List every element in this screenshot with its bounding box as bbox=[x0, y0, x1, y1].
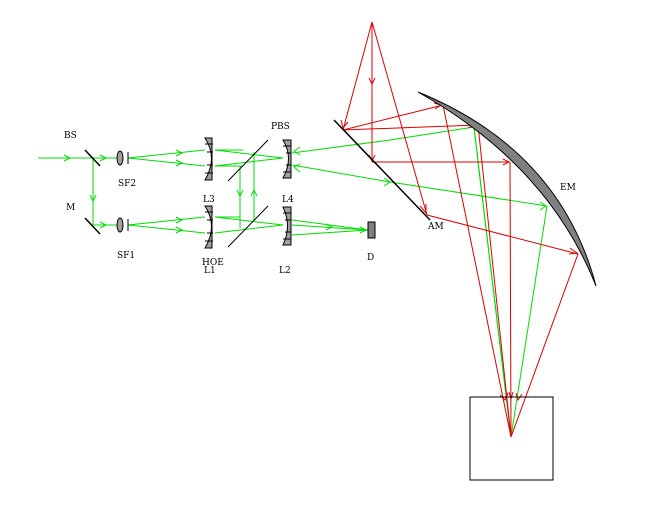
red-beams bbox=[342, 21, 579, 438]
label-pbs: PBS bbox=[271, 122, 290, 132]
polarizing-beam-splitter-pbs bbox=[227, 139, 269, 182]
label-l4: L4 bbox=[282, 195, 294, 205]
eye-box bbox=[469, 396, 554, 481]
beam-splitter-bs bbox=[84, 149, 101, 167]
lens-l3 bbox=[204, 137, 213, 181]
label-sf1: SF1 bbox=[117, 251, 135, 261]
curved-mirror-em bbox=[417, 91, 597, 287]
lens-l4 bbox=[282, 139, 292, 179]
mirror-m bbox=[84, 217, 101, 235]
label-m: M bbox=[66, 203, 75, 213]
spatial-filter-sf1 bbox=[116, 217, 129, 233]
label-bs: BS bbox=[64, 131, 77, 141]
green-beams-table bbox=[38, 139, 391, 236]
spatial-filter-sf2 bbox=[116, 150, 129, 166]
label-em: EM bbox=[560, 183, 576, 193]
detector-d bbox=[367, 221, 376, 239]
mirror-am bbox=[333, 119, 431, 221]
label-l2: L2 bbox=[279, 266, 291, 276]
label-sf2: SF2 bbox=[118, 179, 136, 189]
green-beams-em bbox=[389, 126, 548, 438]
label-d: D bbox=[367, 253, 374, 263]
label-l3: L3 bbox=[203, 195, 215, 205]
label-hoe: HOE bbox=[202, 258, 224, 268]
beam-splitter-lower bbox=[227, 205, 269, 248]
label-l1: L1 bbox=[204, 266, 216, 276]
label-am: AM bbox=[427, 222, 444, 232]
arrowheads bbox=[63, 77, 579, 402]
lens-hoe-l1 bbox=[204, 205, 213, 249]
lens-l2 bbox=[282, 206, 292, 246]
